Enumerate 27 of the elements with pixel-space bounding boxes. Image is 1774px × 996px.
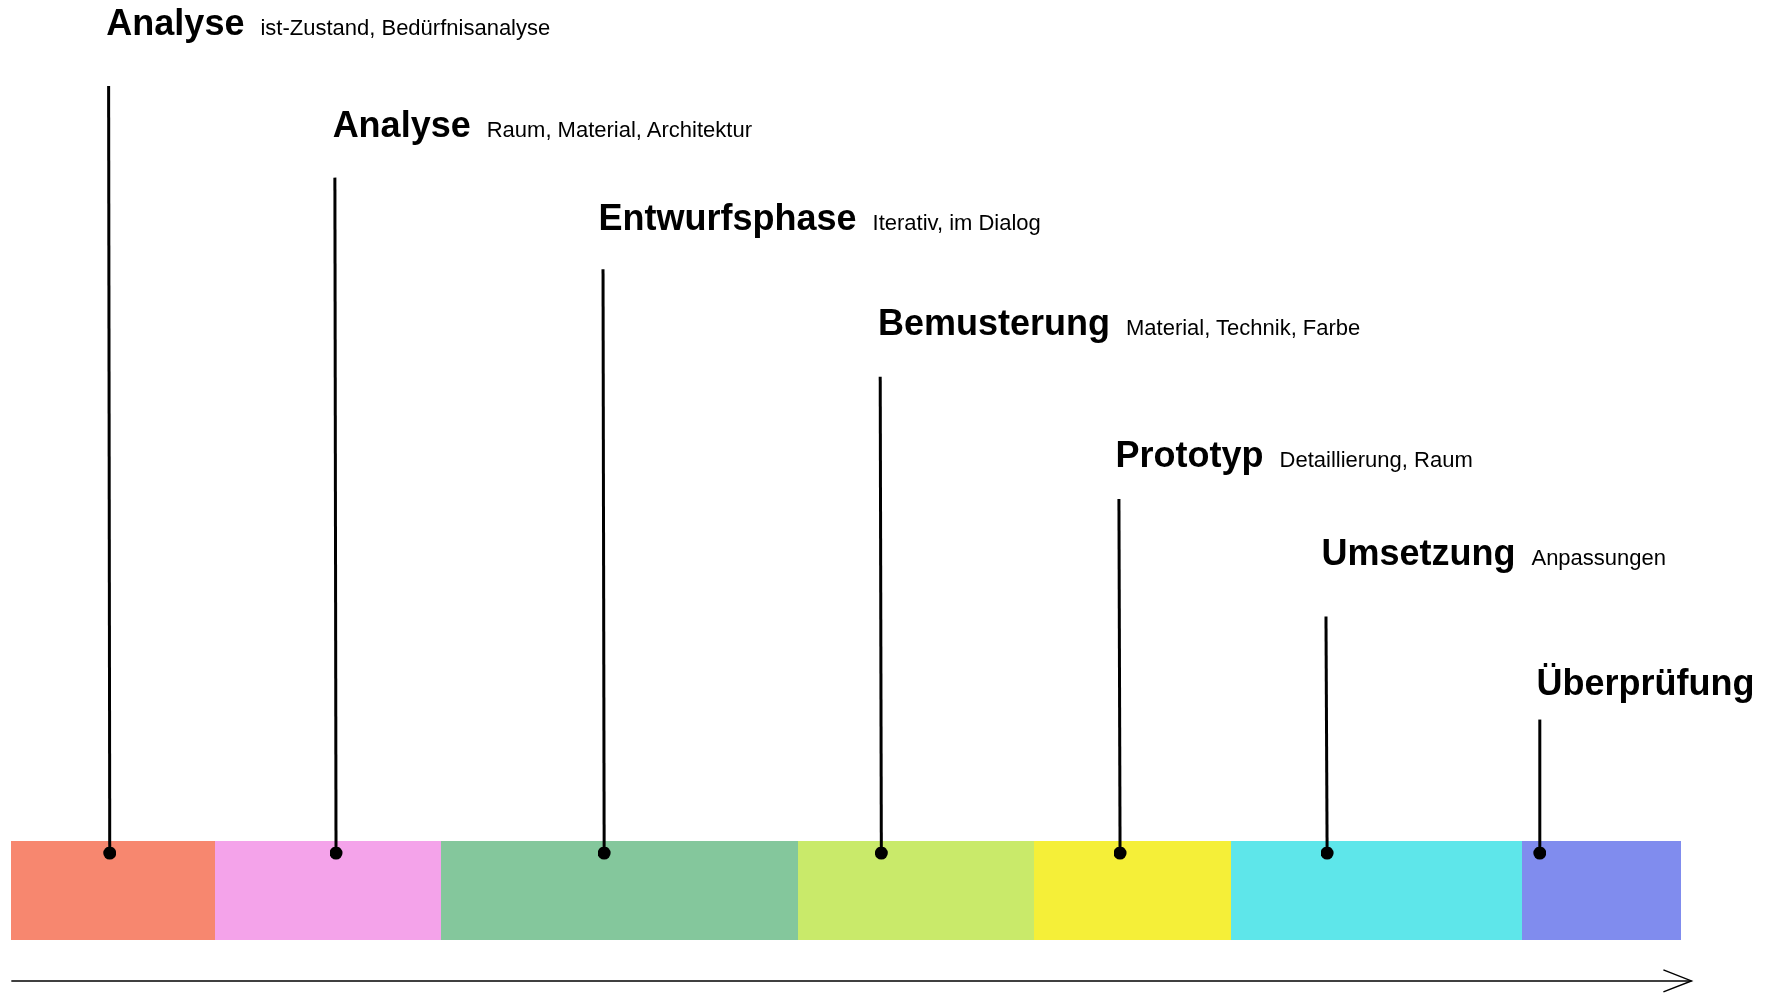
- phase-description: Anpassungen: [1531, 544, 1666, 570]
- phase-description: ist-Zustand, Bedürfnisanalyse: [260, 15, 551, 41]
- timeline-segment: [441, 840, 798, 941]
- phase-description: Material, Technik, Farbe: [1125, 315, 1361, 341]
- timeline-segment: [214, 840, 442, 941]
- phase-title: Umsetzung: [1321, 531, 1516, 573]
- leader-line: [103, 85, 117, 860]
- phase-title: Entwurfsphase: [598, 196, 857, 238]
- phase-title: Bemusterung: [877, 302, 1110, 344]
- timeline-segment: [11, 840, 215, 941]
- leader-line: [329, 177, 343, 860]
- phase-description: Iterativ, im Dialog: [872, 209, 1041, 235]
- phase-title: Analyse: [106, 2, 245, 44]
- phase-description: Raum, Material, Architektur: [486, 117, 752, 143]
- timeline-segment: [1521, 840, 1682, 941]
- timeline-segment: [797, 840, 1035, 941]
- leader-line: [1320, 616, 1334, 860]
- timeline-segment: [1230, 840, 1522, 941]
- phase-title: Analyse: [332, 104, 471, 146]
- leader-line: [1533, 719, 1547, 860]
- phase-title: Prototyp: [1115, 434, 1264, 476]
- leader-line: [597, 269, 611, 860]
- leader-line: [1113, 498, 1127, 860]
- timeline-segment: [1034, 840, 1231, 941]
- leader-line: [874, 376, 888, 860]
- phase-description: Detaillierung, Raum: [1279, 447, 1473, 473]
- phase-title: Überprüfung: [1536, 661, 1755, 703]
